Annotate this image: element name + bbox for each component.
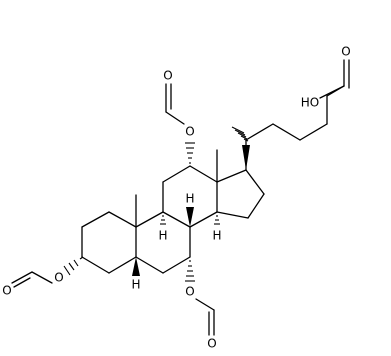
ring-d (216, 169, 265, 219)
c12-formate: O O (163, 69, 195, 164)
h-c5: H (131, 257, 141, 292)
h-c14-label: H (212, 229, 221, 243)
c12-ester-o-label: O (185, 125, 194, 139)
ring-a (81, 211, 137, 274)
h-c9-label: H (158, 229, 167, 243)
c7-formate: O O (185, 260, 217, 351)
side-chain (245, 85, 345, 171)
h-c14: H (212, 215, 222, 243)
c3-carbonyl-o-label: O (2, 284, 11, 298)
ring-b (135, 211, 191, 274)
c7-carbonyl-o-label: O (207, 337, 216, 351)
ring-c (162, 165, 218, 228)
acid-o-label: O (341, 45, 350, 59)
c7-ester-o-label: O (185, 285, 194, 299)
h-c9: H (158, 215, 168, 243)
c3-ester-o-label: O (54, 271, 63, 285)
carboxylic-acid: O HO (301, 45, 351, 110)
c3-formate: O O (2, 256, 84, 298)
c12-carbonyl-o-label: O (163, 69, 172, 83)
c17-wedge (242, 145, 250, 170)
h-c5-label: H (131, 278, 140, 292)
h-c8: H (185, 192, 195, 227)
acid-oh-label: HO (301, 96, 319, 110)
c20-hashed-methyl (231, 126, 249, 142)
h-c8-label: H (185, 192, 194, 206)
